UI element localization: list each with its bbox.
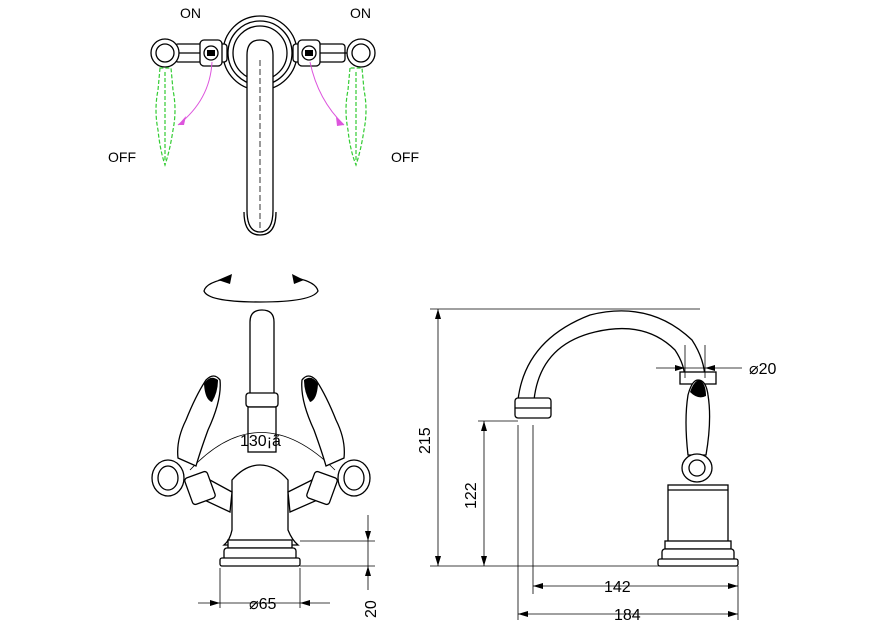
left-handle-top: [150, 38, 228, 68]
side-spout: [517, 310, 706, 401]
right-off-arrow: [309, 61, 345, 126]
reach-total-label: 184: [614, 607, 641, 624]
rotation-arrow: [203, 277, 319, 303]
left-off-arrow: [177, 61, 213, 126]
top-view: ON ON OFF OFF: [108, 5, 419, 236]
base-height-label: 20: [363, 600, 380, 618]
front-view: 130¡ã ⌀65 20: [151, 274, 380, 618]
side-body: [667, 484, 729, 544]
reach-inner-label: 142: [604, 579, 631, 596]
side-lever: [685, 379, 711, 456]
outlet-height-label: 122: [463, 482, 480, 509]
total-height-label: 215: [417, 427, 434, 454]
off-label-right: OFF: [391, 149, 419, 165]
spout-diameter-label: ⌀20: [749, 361, 777, 378]
angle-label: 130¡ã: [240, 433, 281, 450]
side-view: ⌀20 215 122 142 184: [417, 308, 777, 624]
right-handle-off-outline: [345, 67, 367, 167]
base-diameter-label: ⌀65: [249, 596, 277, 613]
off-label-left: OFF: [108, 149, 136, 165]
left-handle-off-outline: [155, 67, 176, 167]
front-right-lever: [287, 375, 371, 513]
on-label-right: ON: [350, 5, 371, 21]
front-left-lever: [151, 375, 233, 513]
right-handle-top: [292, 38, 376, 68]
on-label-left: ON: [180, 5, 201, 21]
front-spout: [249, 309, 275, 396]
front-body: [222, 464, 300, 546]
